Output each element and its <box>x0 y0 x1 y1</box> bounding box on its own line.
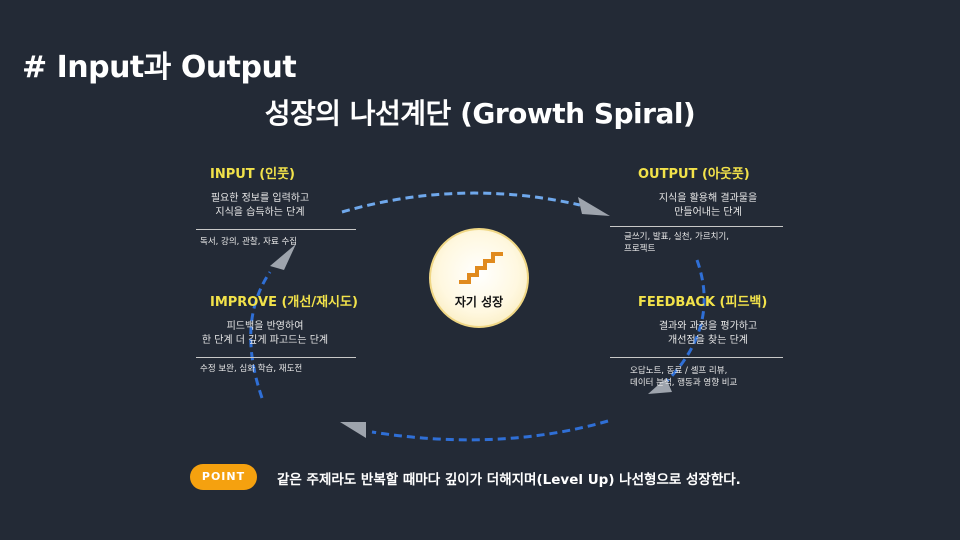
arrow-improve-to-input <box>249 271 272 399</box>
stage-desc-line: 만들어내는 단계 <box>674 207 742 218</box>
stage-examples-output: 글쓰기, 발표, 실천, 가르치기, 프로젝트 <box>624 231 729 255</box>
stage-title-input: INPUT (인풋) <box>210 167 295 182</box>
page-title: # Input과 Output <box>22 50 297 85</box>
stage-example-line: 데이터 분석, 행동과 영향 비교 <box>630 378 738 388</box>
stage-desc-line: 한 단계 더 깊게 파고드는 단계 <box>201 335 329 346</box>
stage-desc-output: 지식을 활용해 결과물을 만들어내는 단계 <box>618 192 798 220</box>
stage-desc-improve: 피드백을 반영하여 한 단계 더 깊게 파고드는 단계 <box>175 320 355 348</box>
stage-examples-improve: 수정 보완, 심화 학습, 재도전 <box>200 363 302 375</box>
point-text: 같은 주제라도 반복할 때마다 깊이가 더해지며(Level Up) 나선형으로… <box>277 472 741 488</box>
stage-title-output: OUTPUT (아웃풋) <box>638 167 750 182</box>
stage-example-line: 오답노트, 동료 / 셀프 리뷰, <box>630 366 728 376</box>
stage-desc-line: 지식을 습득하는 단계 <box>215 207 305 218</box>
stage-desc-line: 지식을 활용해 결과물을 <box>658 193 758 204</box>
stage-desc-input: 필요한 정보를 입력하고 지식을 습득하는 단계 <box>180 192 340 220</box>
stage-examples-feedback: 오답노트, 동료 / 셀프 리뷰, 데이터 분석, 행동과 영향 비교 <box>630 365 737 389</box>
divider <box>196 229 356 230</box>
point-badge: POINT <box>190 464 257 490</box>
arrow-feedback-to-improve <box>371 419 609 442</box>
stairs-icon <box>459 252 503 284</box>
stage-example-line: 수정 보완, 심화 학습, 재도전 <box>200 364 303 374</box>
stage-example-line: 프로젝트 <box>624 244 656 254</box>
divider <box>196 357 356 358</box>
arrow-head-output <box>578 197 610 216</box>
stage-title-improve: IMPROVE (개선/재시도) <box>210 295 358 310</box>
arrow-head-input <box>270 244 296 270</box>
stage-desc-feedback: 결과와 과정을 평가하고 개선점을 찾는 단계 <box>608 320 808 348</box>
stage-desc-line: 필요한 정보를 입력하고 <box>210 193 310 204</box>
stage-title-feedback: FEEDBACK (피드백) <box>638 295 768 310</box>
stage-examples-input: 독서, 강의, 관찰, 자료 수집 <box>200 236 297 248</box>
arrow-output-to-feedback <box>658 259 706 390</box>
stage-example-line: 글쓰기, 발표, 실천, 가르치기, <box>624 232 729 242</box>
arrow-head-improve <box>340 422 366 438</box>
center-circle <box>429 228 529 328</box>
center-label: 자기 성장 <box>454 295 504 309</box>
divider <box>610 357 783 358</box>
stage-example-line: 독서, 강의, 관찰, 자료 수집 <box>200 237 298 247</box>
divider <box>610 226 783 227</box>
stage-desc-line: 개선점을 찾는 단계 <box>668 335 748 346</box>
stage-desc-line: 결과와 과정을 평가하고 <box>658 321 758 332</box>
stage-desc-line: 피드백을 반영하여 <box>226 321 304 332</box>
arrow-input-to-output <box>341 191 581 214</box>
arrow-head-feedback <box>648 378 672 394</box>
diagram-title: 성장의 나선계단 (Growth Spiral) <box>264 97 696 130</box>
